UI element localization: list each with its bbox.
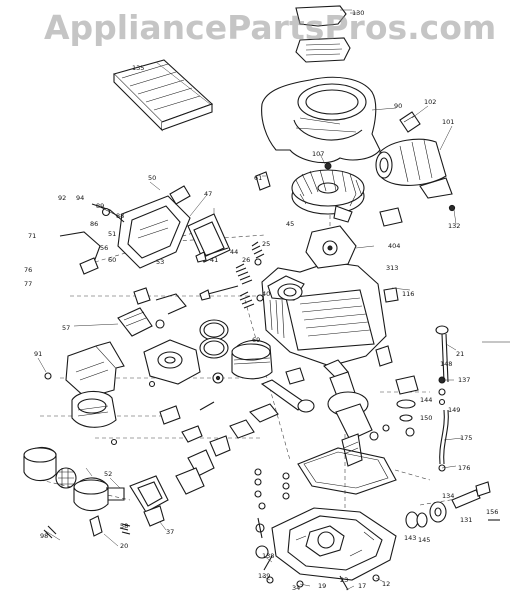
dipstick xyxy=(435,325,449,472)
callout-label-88: 88 xyxy=(116,212,124,220)
callout-label-131: 131 xyxy=(460,516,472,524)
callout-label-91: 91 xyxy=(34,350,42,358)
valve-cover xyxy=(117,185,191,269)
callout-label-58: 58 xyxy=(120,522,128,530)
callout-label-145: 145 xyxy=(418,536,430,544)
callout-label-53: 53 xyxy=(156,258,164,266)
callout-label-404: 404 xyxy=(388,242,400,250)
callout-label-86: 86 xyxy=(90,220,98,228)
callout-label-89: 89 xyxy=(96,202,104,210)
callout-label-135: 135 xyxy=(132,64,144,72)
carburetor xyxy=(117,287,201,385)
callout-label-69: 69 xyxy=(252,336,260,344)
callout-label-90: 90 xyxy=(394,102,402,110)
choke-linkage xyxy=(59,203,125,275)
callout-label-12: 12 xyxy=(382,580,390,588)
callout-label-76: 76 xyxy=(24,266,32,274)
callout-label-313: 313 xyxy=(386,264,398,272)
callout-label-132: 132 xyxy=(448,222,460,230)
callout-label-138: 138 xyxy=(262,552,274,560)
callout-label-144: 144 xyxy=(420,396,432,404)
callout-label-107: 107 xyxy=(312,150,324,158)
callout-label-150: 150 xyxy=(420,414,432,422)
callout-label-56: 56 xyxy=(100,244,108,252)
callout-label-116: 116 xyxy=(402,290,414,298)
callout-label-61: 61 xyxy=(254,174,262,182)
fuel-tank-cover xyxy=(65,341,125,428)
blower-housing xyxy=(261,76,381,164)
callout-label-149: 149 xyxy=(448,406,460,414)
connecting-rod xyxy=(229,367,315,439)
callout-label-40: 40 xyxy=(262,290,270,298)
callout-label-101: 101 xyxy=(442,118,454,126)
callout-labels: 130 135 90 102 101 107 61 132 50 47 45 404 313 116 21 1… xyxy=(24,9,498,592)
callout-label-44: 44 xyxy=(230,248,238,256)
callout-label-25: 25 xyxy=(262,240,270,248)
callout-label-134: 134 xyxy=(442,492,454,500)
callout-label-71: 71 xyxy=(28,232,36,240)
callout-label-143: 143 xyxy=(404,534,416,542)
callout-label-26: 26 xyxy=(242,256,250,264)
governor-parts xyxy=(395,375,446,437)
leader-lines xyxy=(37,12,463,591)
bolts-bottom xyxy=(254,468,380,591)
piston xyxy=(199,319,273,384)
cylinder-head xyxy=(305,205,403,303)
callout-label-60: 60 xyxy=(108,256,116,264)
crankshaft xyxy=(323,359,390,467)
air-filter-element xyxy=(112,59,214,132)
callout-label-23: 23 xyxy=(340,576,348,584)
pto-parts xyxy=(405,481,500,529)
callout-label-102: 102 xyxy=(424,98,436,106)
callout-label-45: 45 xyxy=(286,220,294,228)
air-cleaner-base xyxy=(23,446,125,537)
callout-label-137: 137 xyxy=(458,376,470,384)
callout-label-98: 98 xyxy=(40,532,48,540)
callout-label-130: 130 xyxy=(352,9,364,17)
callout-label-19: 19 xyxy=(318,582,326,590)
callout-label-176: 176 xyxy=(458,464,470,472)
cylinder-block xyxy=(261,261,393,367)
muffler-assembly xyxy=(375,111,456,212)
callout-label-20: 20 xyxy=(120,542,128,550)
callout-label-148: 148 xyxy=(440,360,452,368)
callout-label-50: 50 xyxy=(148,174,156,182)
crankcase-gasket xyxy=(297,447,397,495)
misc-left-bolts xyxy=(43,372,215,539)
carb-float-bowl xyxy=(119,425,231,535)
callout-label-52: 52 xyxy=(104,470,112,478)
callout-label-175: 175 xyxy=(460,434,472,442)
callout-label-17: 17 xyxy=(358,582,366,590)
callout-label-37: 37 xyxy=(166,528,174,536)
head-gasket xyxy=(187,213,231,263)
callout-label-41: 41 xyxy=(210,256,218,264)
flywheel xyxy=(255,162,365,215)
callout-label-77: 77 xyxy=(24,280,32,288)
callout-label-47: 47 xyxy=(204,190,212,198)
callout-label-57: 57 xyxy=(62,324,70,332)
callout-label-156: 156 xyxy=(486,508,498,516)
callout-label-21: 21 xyxy=(456,350,464,358)
callout-label-139: 139 xyxy=(258,572,270,580)
callout-label-51: 51 xyxy=(108,230,116,238)
callout-label-34: 34 xyxy=(292,584,300,592)
top-cap-part xyxy=(295,5,352,63)
callout-label-94: 94 xyxy=(76,194,84,202)
crankcase-sump xyxy=(255,507,397,581)
valve-train xyxy=(195,241,265,309)
callout-label-92: 92 xyxy=(58,194,66,202)
